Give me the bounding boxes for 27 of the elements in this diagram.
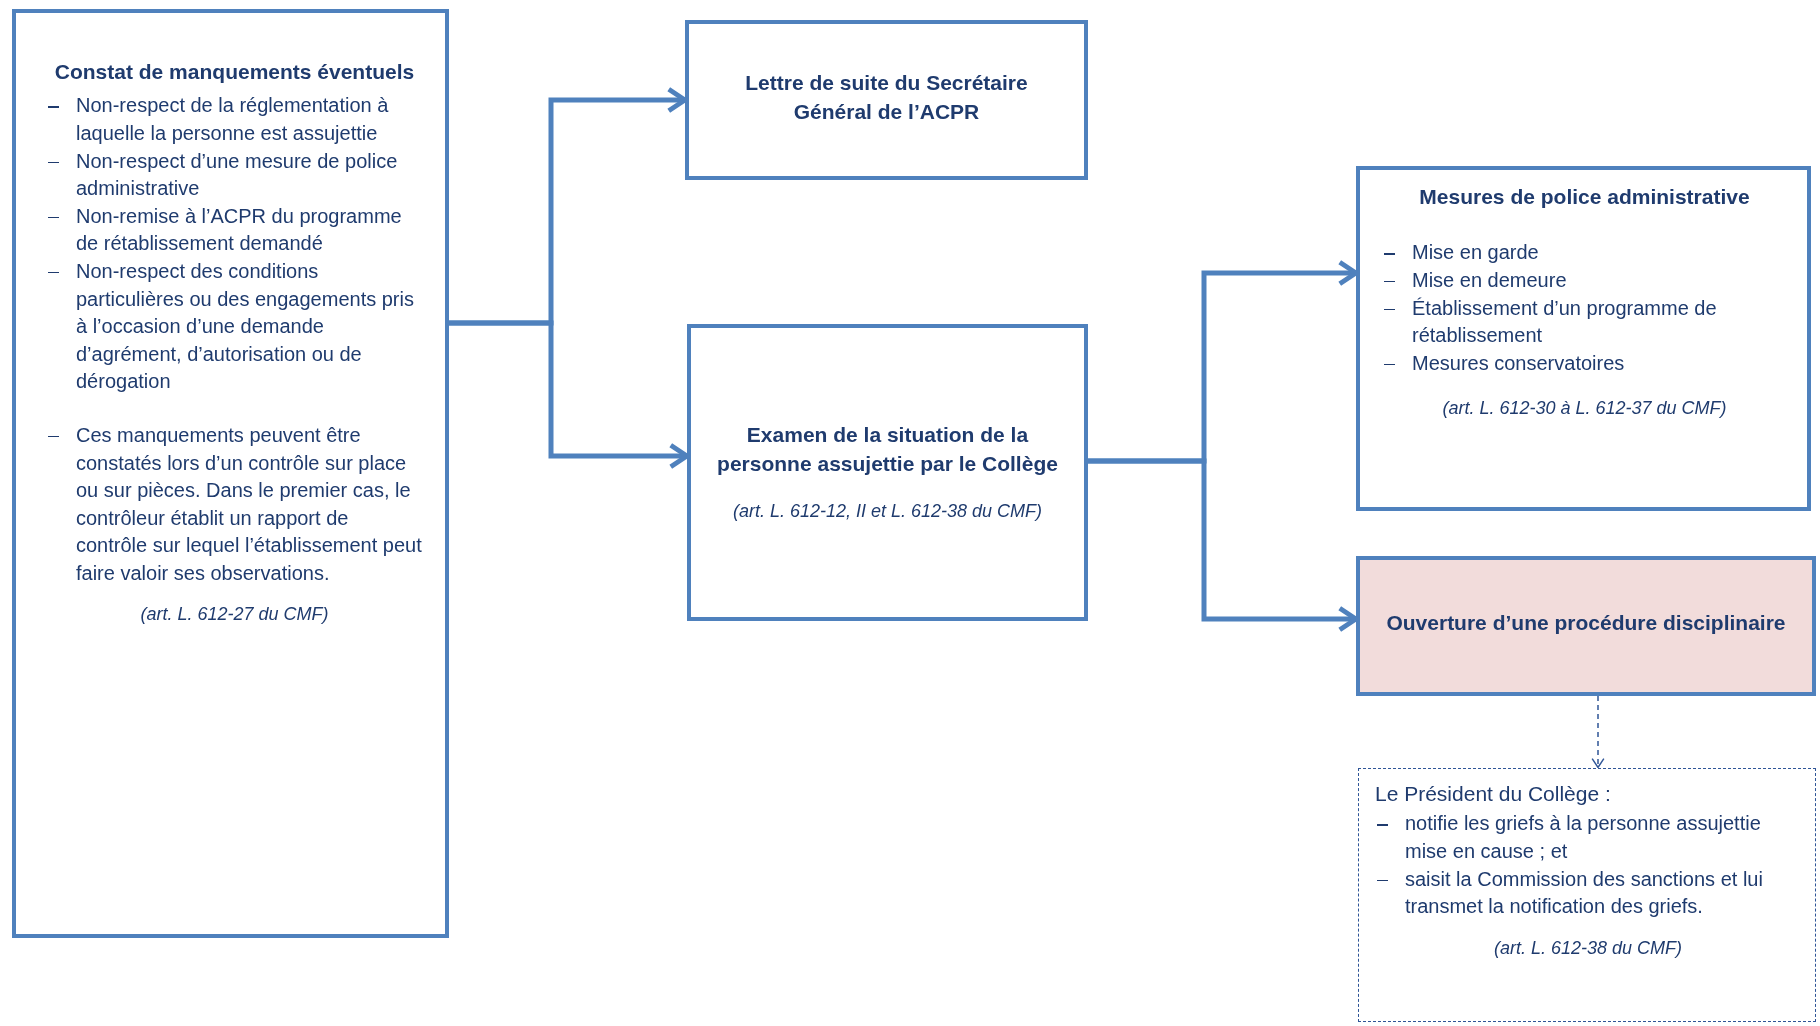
process-box (685, 20, 1088, 180)
arrow (1591, 695, 1605, 769)
list-item: saisit la Commission des sanctions et lui transmet la notification des griefs. (1375, 865, 1801, 921)
note-box (1358, 768, 1816, 1022)
list-item: Ces manquements peuvent être constatés lors d’un contrôle sur place ou sur pièces. Dans le premier cas, le contrôleur établit un rapport de contrôle sur lequel l’établissement peut faire valoir ses observations. (46, 421, 423, 588)
list-item: Établissement d’un programme de rétablissement (1382, 294, 1787, 350)
box-heading: Mesures de police administrative (1418, 184, 1751, 210)
list-item: Mesures conservatoires (1382, 349, 1787, 378)
box-heading: Ouverture d’une procédure disciplinaire (1385, 610, 1787, 637)
process-box (687, 324, 1088, 621)
list-item: Mise en garde (1382, 239, 1787, 267)
box-heading: Constat de manquements éventuels (53, 59, 416, 85)
legal-reference: (art. L. 612-27 du CMF) (139, 603, 330, 627)
box-heading: Examen de la situation de la personne assujettie par le Collège (716, 421, 1059, 477)
list-item: Non-respect des conditions particulières ou des engagements pris à l’occasion d’une demande d’agrément, d’autorisation ou de dérogation (46, 257, 423, 396)
box-heading: Le Président du Collège : (1375, 781, 1612, 807)
box-heading: Lettre de suite du Secrétaire Général de l’ACPR (744, 69, 1029, 125)
list-item: Non-remise à l’ACPR du programme de rétablissement demandé (46, 202, 423, 258)
list-item: Non-respect de la réglementation à laquelle la personne est assujettie (46, 92, 423, 148)
list-item: Mise en demeure (1382, 267, 1787, 295)
process-box (12, 9, 449, 938)
list-item: Non-respect d’une mesure de police administrative (46, 147, 423, 203)
legal-reference: (art. L. 612-30 à L. 612-37 du CMF) (1441, 397, 1728, 421)
process-box (1356, 556, 1816, 696)
process-box (1356, 166, 1811, 511)
legal-reference: (art. L. 612-38 du CMF) (1492, 936, 1684, 960)
legal-reference: (art. L. 612-12, II et L. 612-38 du CMF) (731, 500, 1044, 524)
